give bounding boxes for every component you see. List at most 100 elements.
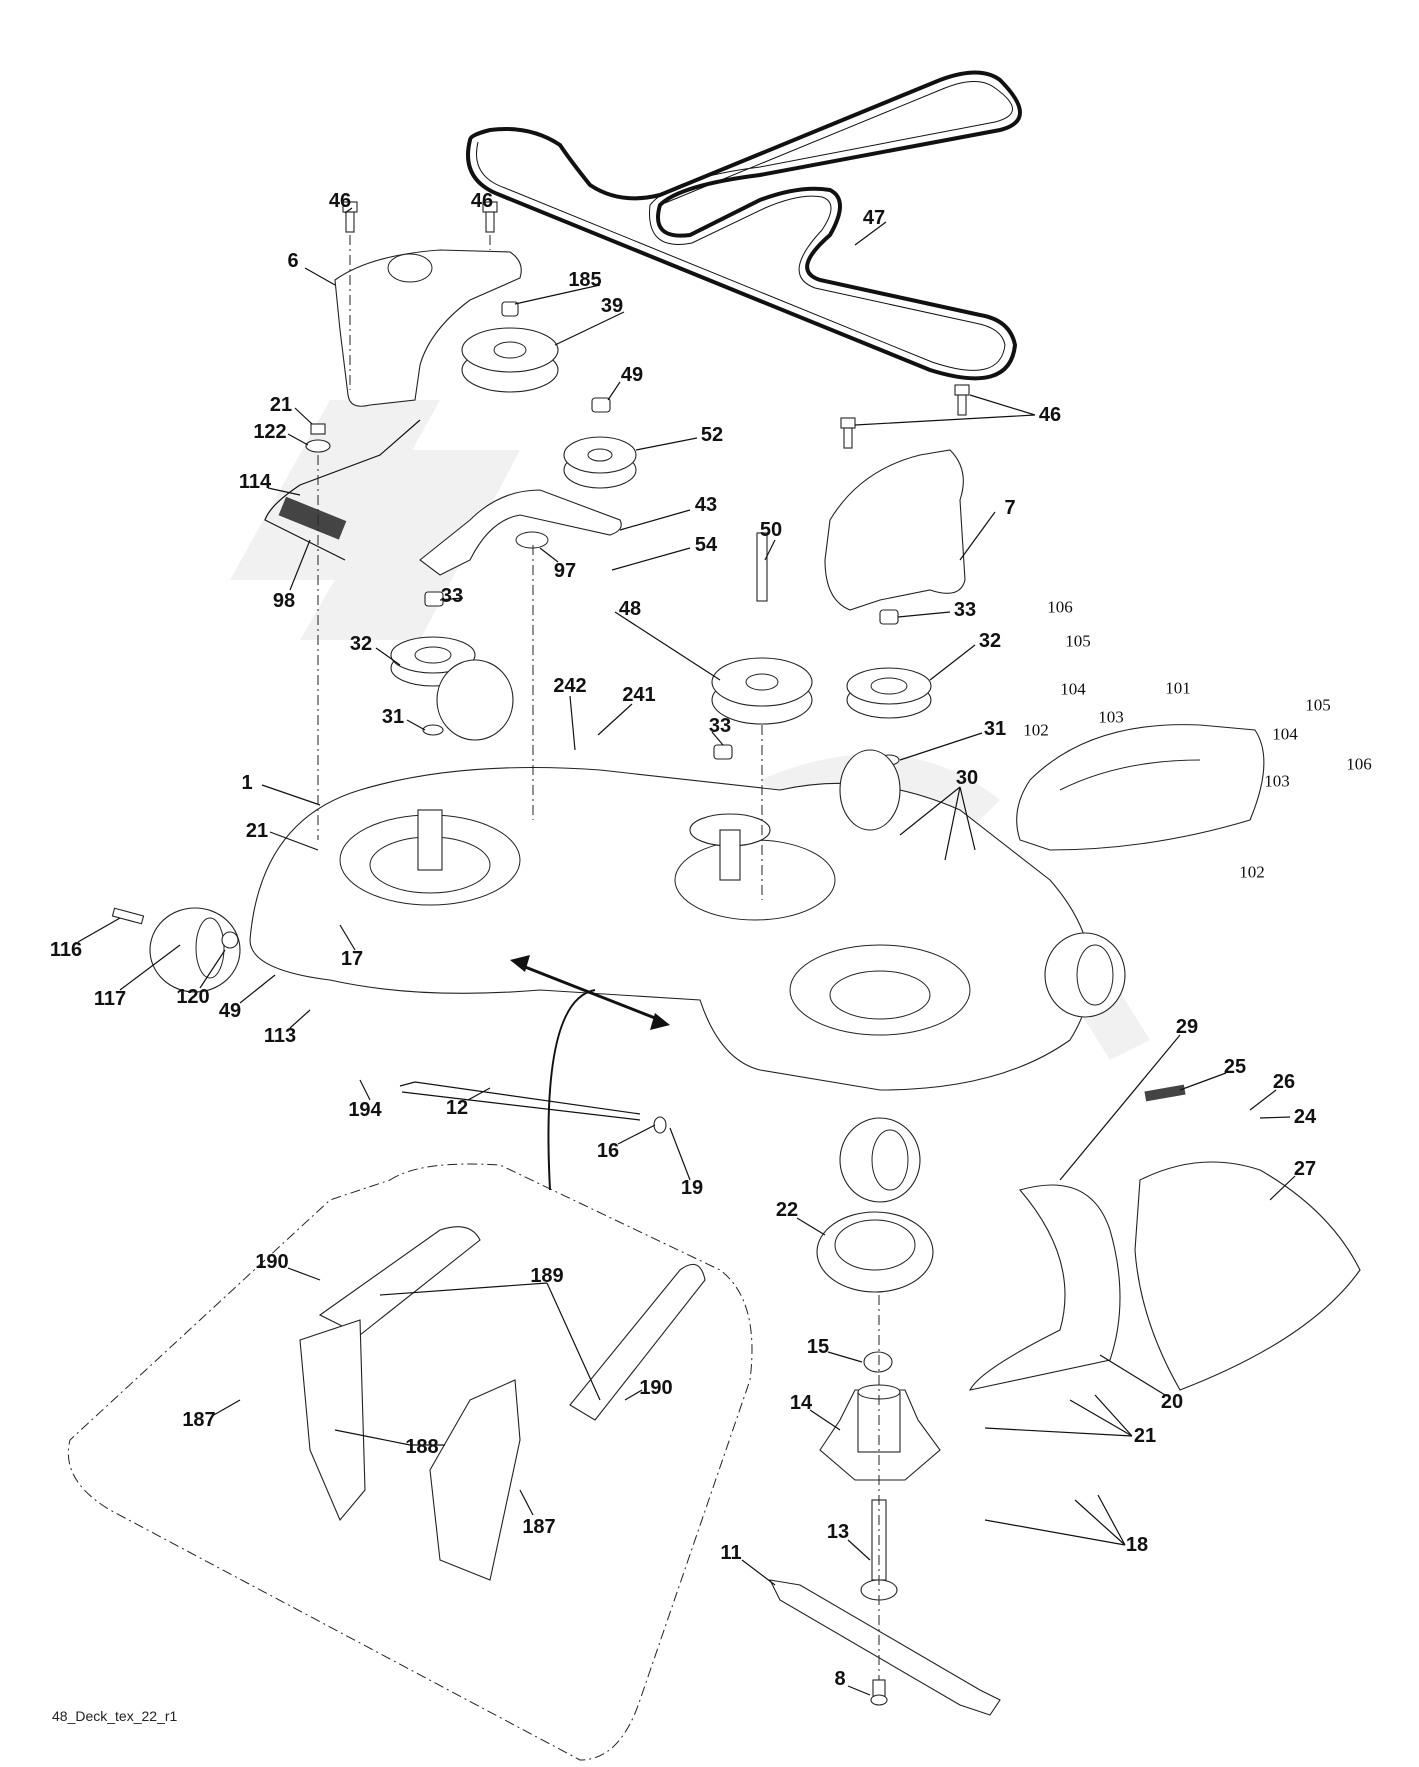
callout-1[interactable]: 1 [241,772,253,794]
callout-194[interactable]: 194 [348,1099,382,1121]
callout-17[interactable]: 17 [340,948,364,970]
callout-242[interactable]: 242 [553,675,587,697]
diagram-id-caption: 48_Deck_tex_22_r1 [52,1708,178,1724]
callout-120[interactable]: 120 [176,986,210,1008]
deflector-27 [1134,1161,1361,1391]
callout-102[interactable]: 102 [1239,862,1265,882]
callout-103[interactable]: 103 [1098,707,1124,727]
callout-54[interactable]: 54 [694,534,718,556]
bolt-46-left [342,201,358,233]
callout-32[interactable]: 32 [978,630,1002,652]
callout-49[interactable]: 49 [620,364,644,386]
callout-49[interactable]: 49 [218,1000,242,1022]
callout-19[interactable]: 19 [680,1177,704,1199]
bolt-46-right-b [954,384,970,416]
wheel-right [1044,932,1126,1018]
callout-98[interactable]: 98 [272,590,296,612]
spindle-housing-14 [819,1384,941,1481]
callout-106[interactable]: 106 [1047,597,1073,617]
bolt-46-mid [482,201,498,233]
callout-52[interactable]: 52 [700,424,724,446]
callout-116[interactable]: 116 [49,939,83,961]
callout-33[interactable]: 33 [708,715,732,737]
callout-122[interactable]: 122 [253,421,287,443]
callout-43[interactable]: 43 [694,494,718,516]
callout-21[interactable]: 21 [245,820,269,842]
callout-187[interactable]: 187 [182,1409,216,1431]
callout-47[interactable]: 47 [862,207,886,229]
callout-106[interactable]: 106 [1346,754,1372,774]
callout-117[interactable]: 117 [93,988,127,1010]
callout-97[interactable]: 97 [553,560,577,582]
callout-11[interactable]: 11 [720,1542,742,1564]
callout-105[interactable]: 105 [1065,631,1091,651]
wheel-front-right [839,1117,921,1203]
callout-7[interactable]: 7 [1004,497,1016,519]
callout-188[interactable]: 188 [405,1436,439,1458]
callout-46[interactable]: 46 [470,190,494,212]
drive-belt-47 [466,70,1022,381]
callout-101[interactable]: 101 [1165,678,1191,698]
callout-33[interactable]: 33 [953,599,977,621]
spindle-pulley-32-left [390,591,476,736]
spring-98 [278,496,347,540]
belt-cover-right-7 [824,449,966,611]
callout-46[interactable]: 46 [1038,404,1062,426]
callout-39[interactable]: 39 [600,295,624,317]
callout-114[interactable]: 114 [238,471,272,493]
mulch-cover-101 [1016,724,1265,851]
callout-21[interactable]: 21 [1133,1425,1157,1447]
callout-29[interactable]: 29 [1175,1016,1199,1038]
callout-26[interactable]: 26 [1272,1071,1296,1093]
callout-189[interactable]: 189 [530,1265,564,1287]
callout-104[interactable]: 104 [1060,679,1086,699]
callout-13[interactable]: 13 [826,1521,850,1543]
spindle-pulley-32-right [846,609,932,766]
adjustment-arrow [510,955,670,1191]
callout-12[interactable]: 12 [445,1097,469,1119]
bearing-ring-22 [816,1211,934,1293]
callout-103[interactable]: 103 [1264,771,1290,791]
callout-31[interactable]: 31 [983,718,1007,740]
callout-241[interactable]: 241 [622,684,656,706]
callout-33[interactable]: 33 [440,585,464,607]
nut-33-center [713,744,733,760]
callout-190[interactable]: 190 [639,1377,673,1399]
callout-104[interactable]: 104 [1272,724,1298,744]
callout-15[interactable]: 15 [806,1336,830,1358]
callout-32[interactable]: 32 [349,633,373,655]
callout-31[interactable]: 31 [381,706,405,728]
blade-bolt-8 [870,1679,888,1706]
callout-48[interactable]: 48 [618,598,642,620]
callout-22[interactable]: 22 [775,1199,799,1221]
callout-27[interactable]: 27 [1293,1158,1317,1180]
wheel-117 [111,907,241,993]
nut-21-top [305,423,331,453]
callout-20[interactable]: 20 [1160,1391,1184,1413]
callout-105[interactable]: 105 [1305,695,1331,715]
leader-lines [77,207,1296,1696]
blade-11 [769,1579,1001,1716]
belt-cover-left-6 [334,215,522,407]
deck-housing-1 [249,766,1092,1091]
callout-30[interactable]: 30 [955,767,979,789]
callout-25[interactable]: 25 [1223,1056,1247,1078]
callout-113[interactable]: 113 [263,1025,297,1047]
callout-190[interactable]: 190 [255,1251,289,1273]
callout-50[interactable]: 50 [759,519,783,541]
callout-14[interactable]: 14 [789,1392,813,1414]
callout-16[interactable]: 16 [596,1140,620,1162]
callout-185[interactable]: 185 [568,269,602,291]
callout-21[interactable]: 21 [269,394,293,416]
bolt-46-right-a [840,417,856,449]
callout-8[interactable]: 8 [834,1668,846,1690]
callout-46[interactable]: 46 [328,190,352,212]
idler-arm-43 [419,489,622,576]
callout-187[interactable]: 187 [522,1516,556,1538]
callout-24[interactable]: 24 [1293,1106,1317,1128]
callout-18[interactable]: 18 [1125,1534,1149,1556]
callout-6[interactable]: 6 [287,250,299,272]
callout-102[interactable]: 102 [1023,720,1049,740]
